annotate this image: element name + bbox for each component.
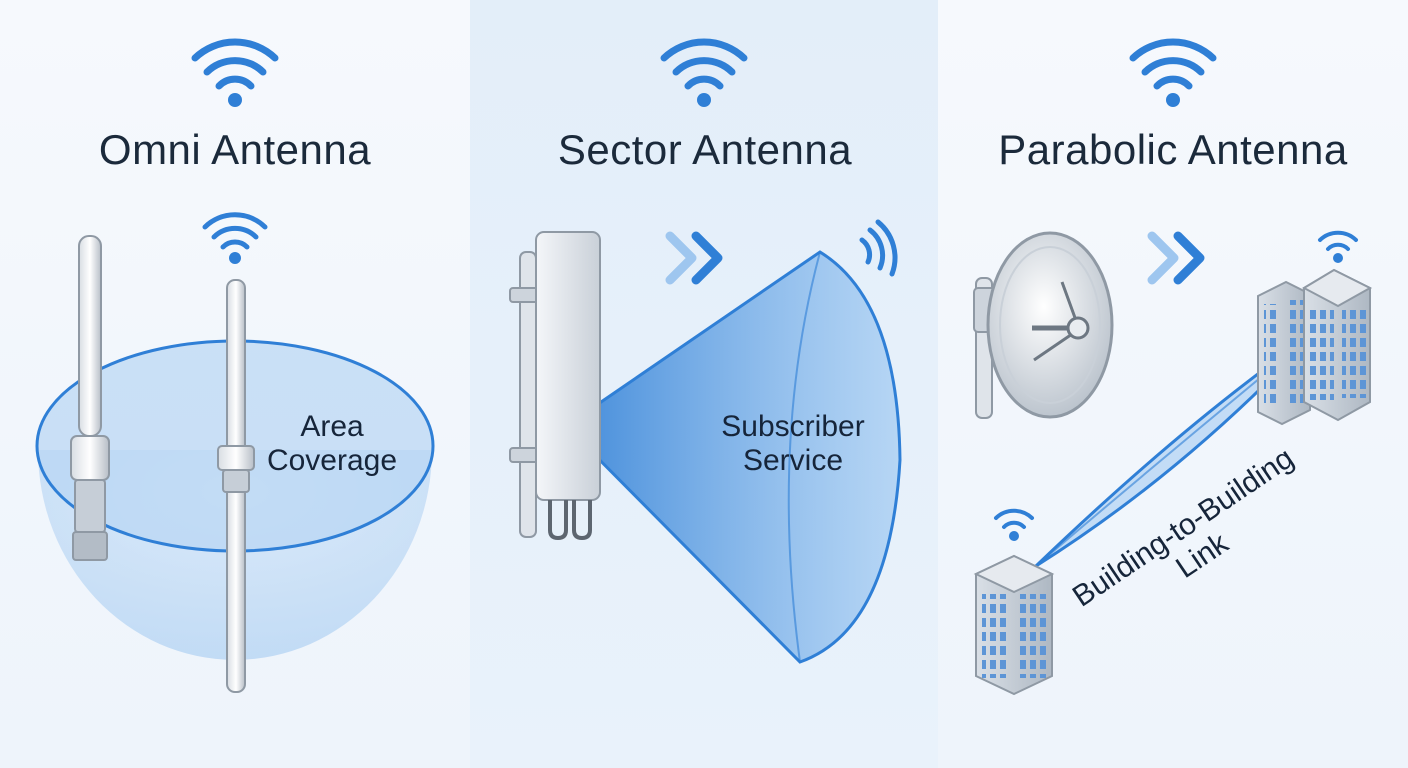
wifi-icon	[994, 508, 1034, 541]
wifi-icon	[1129, 38, 1217, 107]
parabolic-title: Parabolic Antenna	[998, 126, 1348, 173]
sector-art	[509, 38, 902, 664]
building-icon	[1257, 280, 1311, 426]
omni-mast-icon	[217, 279, 255, 693]
wifi-icon	[1318, 230, 1358, 263]
wifi-icon	[859, 219, 898, 277]
coverage-cone	[563, 250, 902, 664]
building-icon	[1301, 268, 1373, 422]
wifi-icon	[202, 212, 268, 264]
chevron-arrows-icon	[1147, 231, 1205, 285]
sector-label-line2: Service	[742, 444, 844, 477]
omni-label-line1: Area	[300, 410, 364, 443]
omni-mast-icon	[70, 235, 110, 561]
omni-panel: Omni Antenna Area Coverage	[0, 0, 470, 768]
sector-panel: Sector Antenna Subscriber Service	[470, 0, 938, 768]
omni-label: Area Coverage	[252, 410, 412, 478]
wifi-icon	[191, 38, 279, 107]
sector-label: Subscriber Service	[698, 410, 888, 478]
omni-art	[35, 38, 435, 693]
chevron-arrows-icon	[665, 231, 723, 285]
sector-panel-icon	[535, 231, 601, 541]
parabolic-dish-icon	[986, 231, 1114, 419]
omni-label-line2: Coverage	[266, 444, 398, 477]
sector-title: Sector Antenna	[557, 126, 853, 173]
sector-label-line1: Subscriber	[721, 410, 865, 443]
wifi-icon	[660, 38, 748, 107]
omni-title: Omni Antenna	[98, 126, 372, 173]
parabolic-art	[973, 38, 1373, 696]
building-icon	[973, 554, 1055, 696]
parabolic-panel: Parabolic Antenna Building-to-Building L…	[938, 0, 1408, 768]
